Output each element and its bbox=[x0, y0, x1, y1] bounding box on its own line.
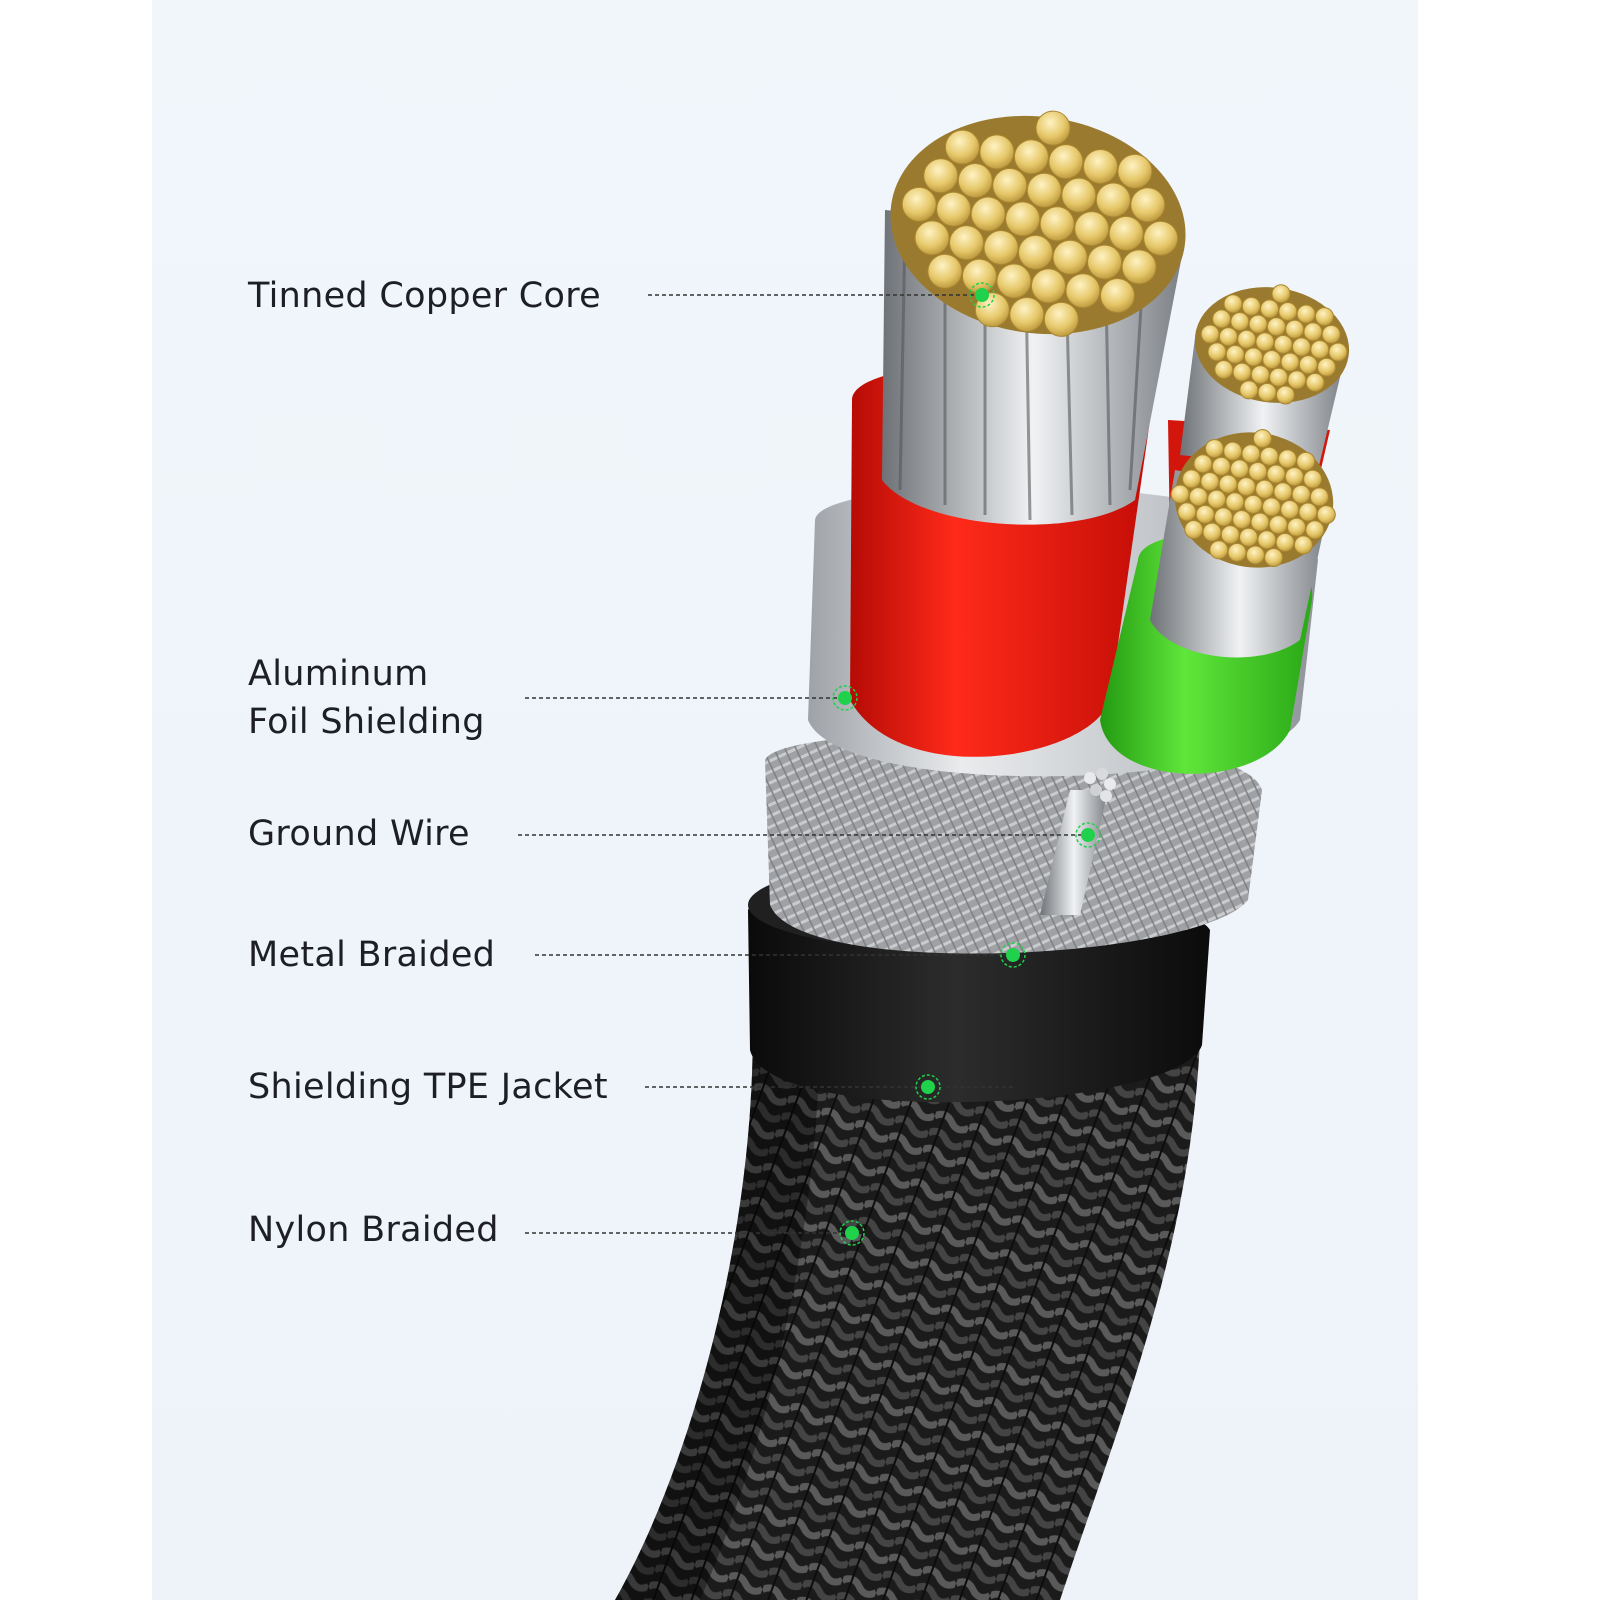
leader-lines bbox=[518, 282, 1101, 1246]
label-line: Metal Braided bbox=[248, 935, 496, 975]
metal-braided-shield bbox=[765, 732, 1262, 954]
nylon-braided-sheath bbox=[615, 1000, 1200, 1600]
label-line: Aluminum bbox=[248, 654, 429, 694]
marker-dot-ground-wire bbox=[1081, 828, 1095, 842]
marker-ring-nylon-braided bbox=[839, 1220, 865, 1246]
label-ground-wire: Ground Wire bbox=[248, 810, 470, 858]
label-line: Nylon Braided bbox=[248, 1210, 499, 1250]
label-line: Foil Shielding bbox=[248, 702, 485, 742]
copper-strand-ends-large bbox=[890, 110, 1186, 337]
label-tinned-copper-core: Tinned Copper Core bbox=[248, 272, 601, 320]
marker-ring-aluminum-foil-shielding bbox=[832, 685, 858, 711]
marker-ring-ground-wire bbox=[1075, 822, 1101, 848]
marker-dot-nylon-braided bbox=[845, 1226, 859, 1240]
label-line: Ground Wire bbox=[248, 814, 470, 854]
copper-strand-ends-small-front bbox=[1170, 429, 1336, 568]
label-metal-braided: Metal Braided bbox=[248, 931, 495, 979]
label-shielding-tpe-jacket: Shielding TPE Jacket bbox=[248, 1063, 608, 1111]
label-line: Tinned Copper Core bbox=[248, 276, 602, 316]
ground-wire-strands bbox=[1040, 768, 1116, 915]
marker-ring-shielding-tpe-jacket bbox=[915, 1074, 941, 1100]
label-line: Shielding TPE Jacket bbox=[248, 1067, 608, 1107]
copper-strand-ends-small-top bbox=[1194, 284, 1350, 405]
label-nylon-braided: Nylon Braided bbox=[248, 1206, 499, 1254]
marker-ring-tinned-copper-core bbox=[969, 282, 995, 308]
marker-dot-metal-braided bbox=[1006, 948, 1020, 962]
marker-dot-tinned-copper-core bbox=[975, 288, 989, 302]
marker-dot-shielding-tpe-jacket bbox=[921, 1080, 935, 1094]
marker-dot-aluminum-foil-shielding bbox=[838, 691, 852, 705]
marker-ring-metal-braided bbox=[1000, 942, 1026, 968]
